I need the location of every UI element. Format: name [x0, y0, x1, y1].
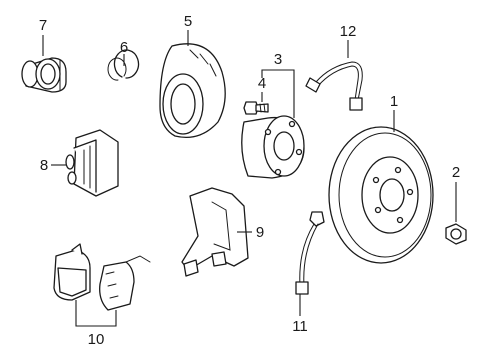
callout-2: 2 [452, 164, 460, 181]
callout-6: 6 [120, 39, 128, 56]
wheel-hub-icon [241, 115, 305, 179]
brake-pads-icon [53, 243, 151, 311]
callout-1: 1 [390, 93, 398, 110]
callout-8: 8 [40, 157, 48, 174]
callout-11: 11 [292, 318, 308, 335]
callout-12: 12 [340, 23, 357, 40]
callout-3: 3 [274, 51, 282, 68]
callout-10: 10 [88, 331, 105, 348]
splash-shield-icon [159, 43, 226, 139]
callout-7: 7 [39, 17, 47, 34]
brake-hose-icon [305, 61, 363, 111]
wheel-bearing-icon [21, 57, 67, 93]
leader-3 [261, 69, 295, 118]
callout-5: 5 [184, 13, 192, 30]
callout-4: 4 [258, 75, 266, 92]
abs-sensor-icon [295, 211, 325, 295]
brake-caliper-icon [65, 129, 119, 197]
leader-10 [75, 300, 117, 327]
lug-nut-icon [445, 223, 467, 245]
bolt-icon [243, 101, 269, 115]
caliper-bracket-icon [181, 187, 249, 277]
callout-9: 9 [256, 224, 264, 241]
brake-rotor-icon [328, 126, 434, 264]
snap-ring-icon [107, 49, 140, 81]
